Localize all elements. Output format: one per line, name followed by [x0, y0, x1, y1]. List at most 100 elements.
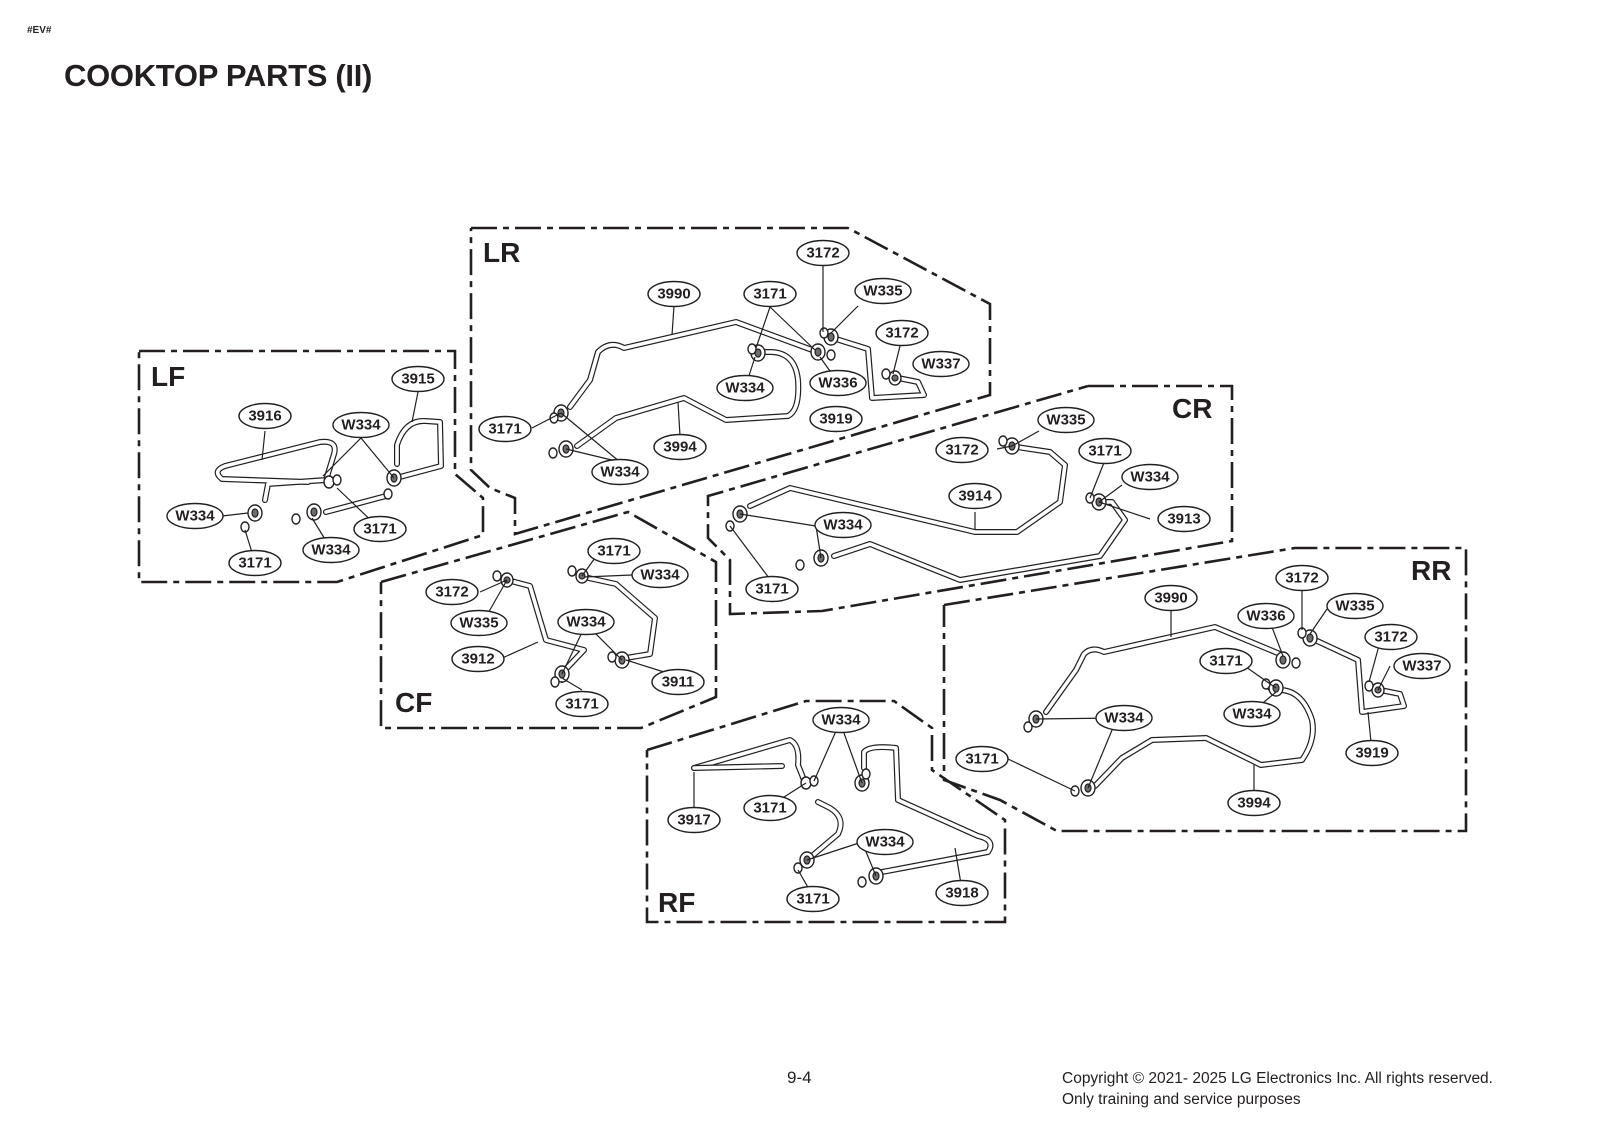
svg-text:W334: W334: [566, 614, 606, 631]
svg-text:W334: W334: [865, 834, 905, 851]
rr-callout-w336: W336: [1237, 602, 1295, 630]
svg-text:3172: 3172: [1285, 570, 1318, 587]
svg-text:W335: W335: [863, 283, 902, 300]
cr-zone-border: [706, 384, 1234, 616]
svg-text:W334: W334: [640, 567, 680, 584]
lr-callout-w337: W337: [912, 350, 970, 378]
cr-callout-w335: W335: [1037, 406, 1095, 434]
svg-text:3994: 3994: [1237, 795, 1271, 812]
svg-text:3171: 3171: [565, 696, 598, 713]
svg-text:W336: W336: [818, 375, 857, 392]
lr-callout-3172-top: 3172: [796, 239, 850, 267]
svg-text:3911: 3911: [662, 674, 695, 691]
cf-callout-3912: 3912: [451, 645, 505, 673]
rr-callout-3171-middle: 3171: [1199, 647, 1253, 675]
rr-callout-3171-left: 3171: [955, 745, 1009, 773]
svg-text:3172: 3172: [806, 245, 839, 262]
lf-callout-3171-right: 3171: [353, 515, 407, 543]
rr-callout-w337: W337: [1393, 652, 1451, 680]
rf-callout-w334-bottom: W334: [856, 828, 914, 856]
svg-text:3915: 3915: [401, 371, 434, 388]
svg-text:3912: 3912: [461, 651, 494, 668]
lr-callout-w334-middle: W334: [716, 374, 774, 402]
zone-label-lr: LR: [483, 237, 520, 268]
svg-text:3914: 3914: [958, 488, 992, 505]
cf-callout-w334-middle: W334: [557, 608, 615, 636]
zone-label-rr: RR: [1411, 555, 1451, 586]
svg-text:W334: W334: [1232, 706, 1272, 723]
rr-callout-3172-top: 3172: [1275, 564, 1329, 592]
svg-text:3171: 3171: [238, 555, 271, 572]
rr-callout-3990: 3990: [1144, 584, 1198, 612]
cf-callout-3171-top: 3171: [587, 537, 641, 565]
svg-text:3994: 3994: [663, 439, 697, 456]
svg-text:W335: W335: [1335, 598, 1374, 615]
svg-text:3171: 3171: [796, 891, 829, 908]
document-tag: #EV#: [27, 25, 52, 36]
svg-text:W334: W334: [823, 517, 863, 534]
rf-callout-3171-bottom: 3171: [786, 885, 840, 913]
lr-callout-3919: 3919: [809, 405, 863, 433]
svg-text:W334: W334: [821, 712, 861, 729]
cf-callout-3911: 3911: [651, 668, 705, 696]
rf-callout-w334-top: W334: [812, 706, 870, 734]
lr-callout-3990: 3990: [647, 280, 701, 308]
svg-text:W335: W335: [459, 615, 498, 632]
svg-text:3172: 3172: [945, 442, 978, 459]
svg-text:W337: W337: [1402, 658, 1441, 675]
svg-text:3171: 3171: [753, 800, 786, 817]
rr-callout-3994: 3994: [1227, 789, 1281, 817]
rr-callout-w334-left: W334: [1095, 704, 1153, 732]
lr-callout-w335: W335: [854, 277, 912, 305]
svg-text:3918: 3918: [945, 885, 978, 902]
svg-text:3990: 3990: [1154, 590, 1187, 607]
zone-label-cr: CR: [1172, 393, 1212, 424]
cr-callout-3914: 3914: [948, 482, 1002, 510]
svg-text:3917: 3917: [677, 812, 710, 829]
cf-zone-border: [379, 510, 718, 730]
cf-callout-3172: 3172: [425, 578, 479, 606]
lr-callout-3171-top: 3171: [743, 280, 797, 308]
svg-text:3919: 3919: [1355, 745, 1388, 762]
lr-callout-w334-bottom: W334: [591, 458, 649, 486]
copyright-notice: Copyright © 2021- 2025 LG Electronics In…: [1062, 1068, 1493, 1110]
rr-callout-w335: W335: [1326, 592, 1384, 620]
svg-text:W334: W334: [1104, 710, 1144, 727]
svg-text:W335: W335: [1046, 412, 1085, 429]
zone-label-rf: RF: [658, 887, 695, 918]
svg-text:W336: W336: [1246, 608, 1285, 625]
page-number: 9-4: [787, 1068, 812, 1087]
lf-callout-3171-bottom: 3171: [228, 549, 282, 577]
zone-label-lf: LF: [151, 361, 185, 392]
cf-callout-3171-bottom: 3171: [555, 690, 609, 718]
rr-callout-w334-right: W334: [1223, 700, 1281, 728]
svg-text:W334: W334: [600, 464, 640, 481]
svg-text:3171: 3171: [597, 543, 630, 560]
rf-callout-3171-middle: 3171: [743, 794, 797, 822]
usage-note: Only training and service purposes: [1062, 1091, 1301, 1108]
lr-callout-w336: W336: [809, 369, 867, 397]
copyright-line: Copyright © 2021- 2025 LG Electronics In…: [1062, 1070, 1493, 1087]
lf-callout-3915: 3915: [391, 365, 445, 393]
svg-text:3171: 3171: [965, 751, 998, 768]
svg-text:3171: 3171: [363, 521, 396, 538]
rf-callout-3918: 3918: [935, 879, 989, 907]
lr-callout-3172-right: 3172: [875, 319, 929, 347]
rf-zone-border: [645, 699, 1007, 924]
svg-text:3171: 3171: [753, 286, 786, 303]
tube-paths: [214, 319, 1407, 875]
svg-text:W334: W334: [1130, 469, 1170, 486]
rr-callout-3172-right: 3172: [1364, 623, 1418, 651]
svg-text:W334: W334: [341, 417, 381, 434]
svg-text:3172: 3172: [435, 584, 468, 601]
cf-callout-w334-top: W334: [631, 561, 689, 589]
lr-callout-3171-left: 3171: [478, 415, 532, 443]
svg-text:3171: 3171: [1088, 443, 1121, 460]
svg-text:3171: 3171: [755, 581, 788, 598]
svg-text:W334: W334: [311, 542, 351, 559]
lf-callout-w334-top: W334: [332, 411, 390, 439]
cr-callout-3171-bottom: 3171: [745, 575, 799, 603]
lf-callout-3916: 3916: [238, 402, 292, 430]
svg-text:W334: W334: [175, 508, 215, 525]
